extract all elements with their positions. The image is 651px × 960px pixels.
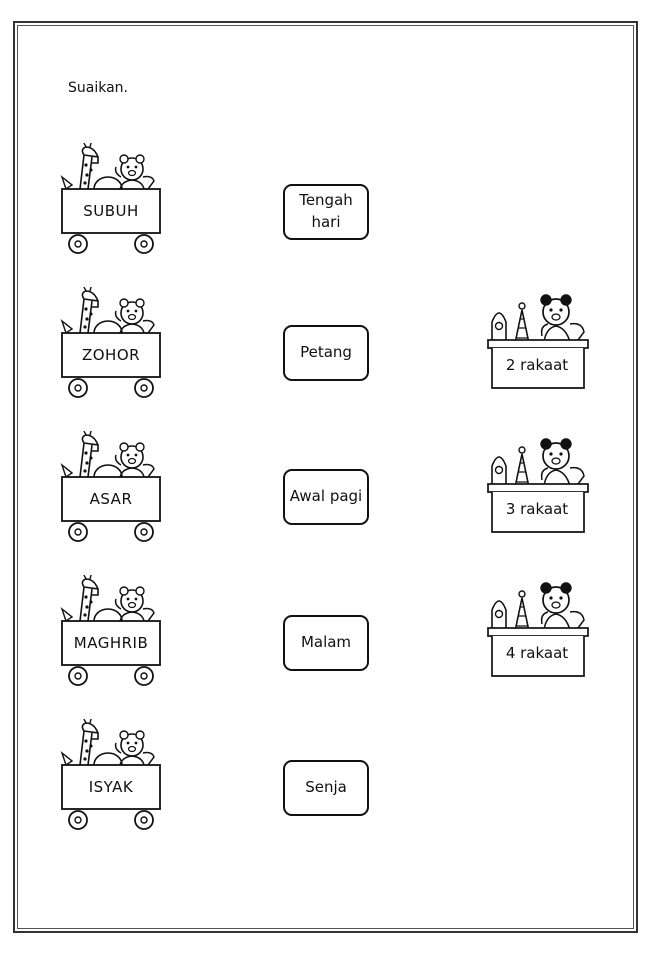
toybox-4-rakaat: 4 rakaat (486, 580, 590, 680)
prayer-label: ASAR (89, 490, 133, 508)
rakaat-label: 3 rakaat (505, 500, 569, 518)
toybox-3-rakaat: 3 rakaat (486, 436, 590, 536)
time-label-line2: hari (311, 213, 341, 231)
wagon-isyak: ISYAK (58, 719, 164, 834)
prayer-label: ISYAK (88, 778, 134, 796)
time-label: Malam (300, 633, 352, 652)
time-box-tengah-hari[interactable]: Tengah hari (283, 184, 369, 240)
time-box-malam[interactable]: Malam (283, 615, 369, 671)
time-box-petang[interactable]: Petang (283, 325, 369, 381)
instruction-text: Suaikan. (68, 80, 128, 96)
time-label: Petang (300, 343, 352, 362)
wagon-maghrib: MAGHRIB (58, 575, 164, 690)
wagon-subuh: SUBUH (58, 143, 164, 258)
wagon-zohor: ZOHOR (58, 287, 164, 402)
prayer-label: ZOHOR (81, 346, 141, 364)
rakaat-label: 2 rakaat (505, 356, 569, 374)
prayer-label: MAGHRIB (73, 634, 149, 652)
worksheet-border (13, 21, 638, 933)
time-label: Senja (305, 778, 347, 797)
time-label: Awal pagi (289, 487, 363, 506)
wagon-asar: ASAR (58, 431, 164, 546)
rakaat-label: 4 rakaat (505, 644, 569, 662)
time-label-line1: Tengah (299, 191, 353, 210)
time-box-awal-pagi[interactable]: Awal pagi (283, 469, 369, 525)
toybox-2-rakaat: 2 rakaat (486, 292, 590, 392)
prayer-label: SUBUH (83, 202, 139, 220)
time-box-senja[interactable]: Senja (283, 760, 369, 816)
